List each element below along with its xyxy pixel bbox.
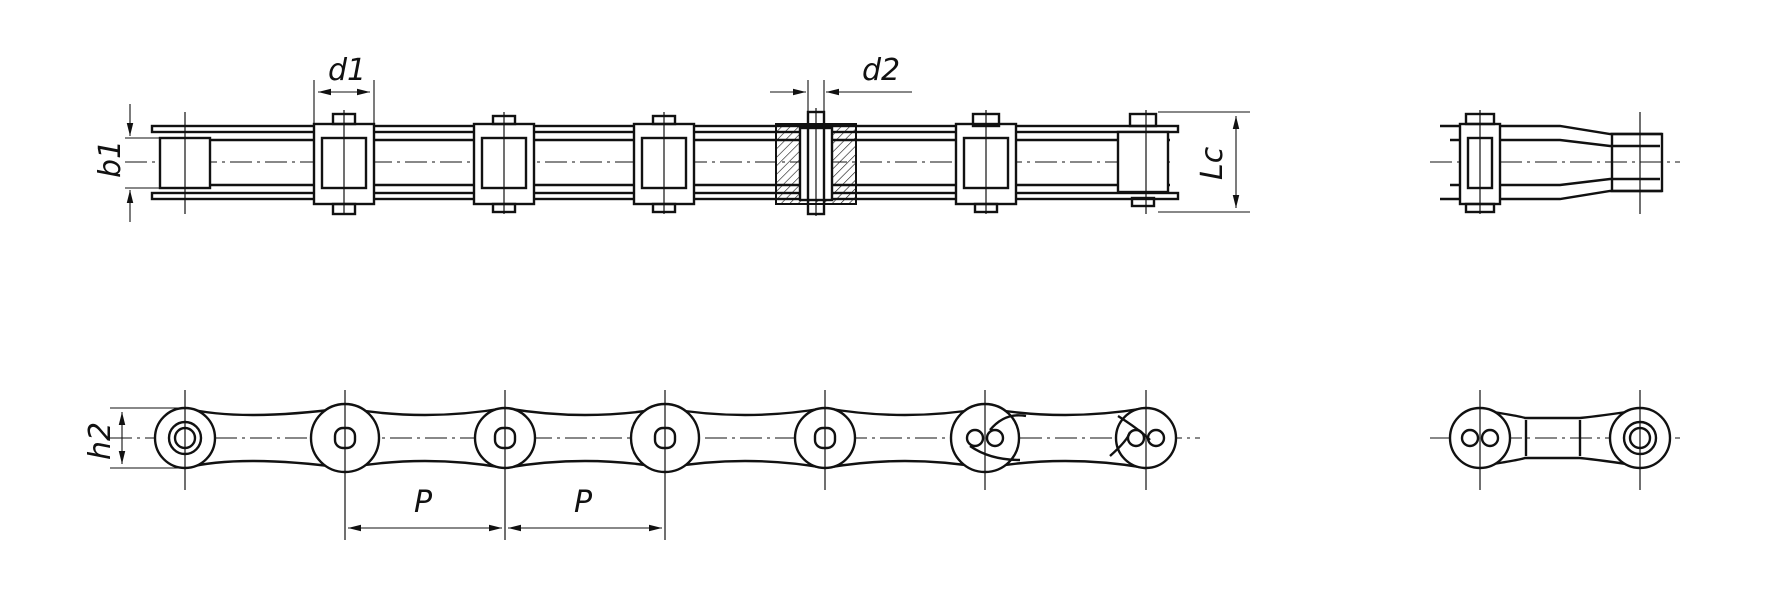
label-lc: Lc	[1195, 146, 1230, 180]
label-p-first: P	[414, 485, 433, 520]
roller-6	[1116, 110, 1170, 214]
roller-5	[954, 110, 1018, 214]
offset-link-top	[1430, 110, 1680, 214]
label-d1: d1	[328, 53, 366, 88]
roller-3	[632, 112, 696, 214]
side-view: h2 P P	[83, 390, 1200, 540]
top-view: d1 d2 b1 Lc	[93, 53, 1250, 222]
label-d2: d2	[862, 53, 900, 88]
roller-0	[158, 112, 212, 214]
roller-2	[472, 112, 536, 214]
label-b1: b1	[93, 140, 128, 178]
offset-link-side	[1430, 390, 1680, 490]
label-p-second: P	[574, 485, 593, 520]
roller-1	[312, 110, 376, 216]
roller-sectioned	[775, 108, 857, 216]
label-h2: h2	[83, 422, 118, 460]
